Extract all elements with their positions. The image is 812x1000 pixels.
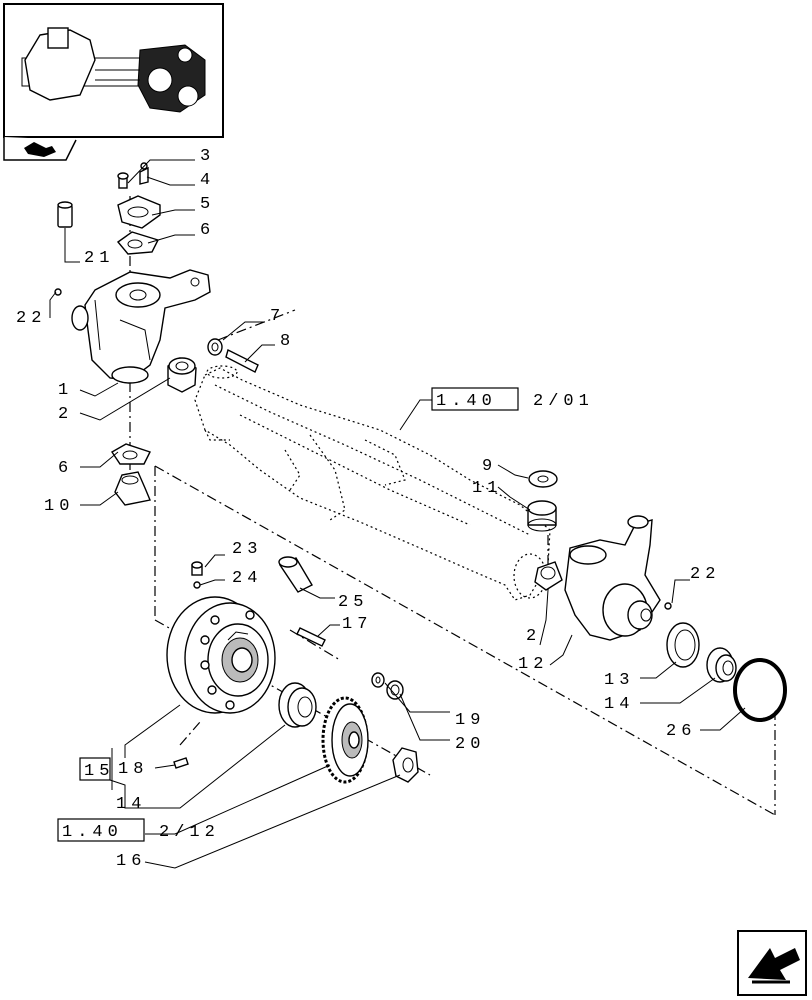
callout-26[interactable]: 26 — [666, 722, 696, 741]
catalog-tab-icon[interactable] — [3, 137, 77, 161]
ball-22-right[interactable] — [664, 602, 672, 610]
ref-axle-housing[interactable]: 1.40 2/01 — [431, 387, 594, 411]
ref-planetary-sheet: 2/12 — [159, 823, 220, 842]
left-bushing[interactable] — [167, 357, 197, 393]
callout-21[interactable]: 21 — [84, 249, 114, 268]
callout-23[interactable]: 23 — [232, 540, 262, 559]
ref-axle-housing-sheet: 2/01 — [533, 392, 594, 411]
lower-shim[interactable] — [111, 443, 151, 465]
callout-16[interactable]: 16 — [116, 852, 146, 871]
o-ring-26[interactable] — [733, 658, 787, 722]
left-steering-knuckle[interactable] — [71, 269, 211, 384]
callout-24[interactable]: 24 — [232, 569, 262, 588]
callout-8[interactable]: 8 — [280, 332, 295, 351]
bearing-14-right[interactable] — [706, 647, 737, 683]
seal-ring-13[interactable] — [666, 622, 700, 668]
plug-21[interactable] — [57, 201, 73, 228]
bushing-11[interactable] — [527, 500, 557, 532]
callout-14-left[interactable]: 14 — [116, 795, 146, 814]
callout-12[interactable]: 12 — [518, 655, 548, 674]
ref-hub-code: 15 — [84, 762, 114, 781]
callout-2-right[interactable]: 2 — [526, 627, 541, 646]
callout-19[interactable]: 19 — [455, 711, 485, 730]
ref-hub[interactable]: 15 — [79, 757, 114, 781]
callout-9[interactable]: 9 — [482, 457, 497, 476]
pin-17[interactable] — [296, 627, 326, 647]
wheel-hub-15[interactable] — [166, 596, 276, 714]
planetary-carrier-16[interactable] — [321, 696, 369, 784]
grease-fitting-3[interactable] — [117, 172, 129, 189]
sleeve-25[interactable] — [278, 556, 313, 593]
callouts: 3 4 5 6 21 22 7 8 1 2 6 10 9 11 2 12 22 … — [16, 147, 720, 871]
ref-axle-housing-code: 1.40 — [436, 392, 497, 411]
ref-planetary-code: 1.40 — [62, 823, 123, 842]
callout-3[interactable]: 3 — [200, 147, 215, 166]
leader-lines — [49, 159, 746, 869]
callout-11[interactable]: 11 — [472, 479, 502, 498]
callout-17[interactable]: 17 — [342, 615, 372, 634]
ball-22-left[interactable] — [54, 288, 62, 296]
callout-22-left[interactable]: 22 — [16, 309, 46, 328]
bolt-23[interactable] — [191, 561, 203, 576]
ref-planetary[interactable]: 1.40 2/12 — [57, 818, 220, 842]
next-page-arrow-icon[interactable] — [737, 930, 807, 996]
pin-8[interactable] — [225, 348, 259, 373]
callout-22-right[interactable]: 22 — [690, 565, 720, 584]
callout-18[interactable]: 18 — [118, 760, 148, 779]
ring-nut[interactable] — [392, 747, 419, 783]
axle-assembly-thumbnail[interactable] — [3, 3, 224, 138]
callout-13[interactable]: 13 — [604, 671, 634, 690]
seal-7[interactable] — [207, 338, 223, 356]
washer-9[interactable] — [528, 470, 558, 488]
upper-kingpin-cap[interactable] — [117, 195, 161, 229]
pin-18[interactable] — [173, 757, 189, 769]
axle-housing[interactable] — [194, 365, 551, 601]
callout-1[interactable]: 1 — [58, 381, 73, 400]
callout-14-right[interactable]: 14 — [604, 695, 634, 714]
callout-6-upper[interactable]: 6 — [200, 221, 215, 240]
callout-25[interactable]: 25 — [338, 593, 368, 612]
lower-kingpin-cap[interactable] — [114, 471, 151, 506]
callout-2-left[interactable]: 2 — [58, 405, 73, 424]
callout-20[interactable]: 20 — [455, 735, 485, 754]
upper-shim[interactable] — [116, 231, 159, 255]
bearing-14-left[interactable] — [278, 682, 317, 728]
washer-24[interactable] — [193, 581, 201, 589]
callout-6-lower[interactable]: 6 — [58, 459, 73, 478]
callout-4[interactable]: 4 — [200, 171, 215, 190]
right-steering-knuckle[interactable] — [564, 515, 661, 641]
callout-10[interactable]: 10 — [44, 497, 74, 516]
callout-7[interactable]: 7 — [270, 307, 285, 326]
ring-19[interactable] — [371, 672, 385, 688]
right-bushing-2[interactable] — [534, 561, 563, 591]
callout-5[interactable]: 5 — [200, 195, 215, 214]
